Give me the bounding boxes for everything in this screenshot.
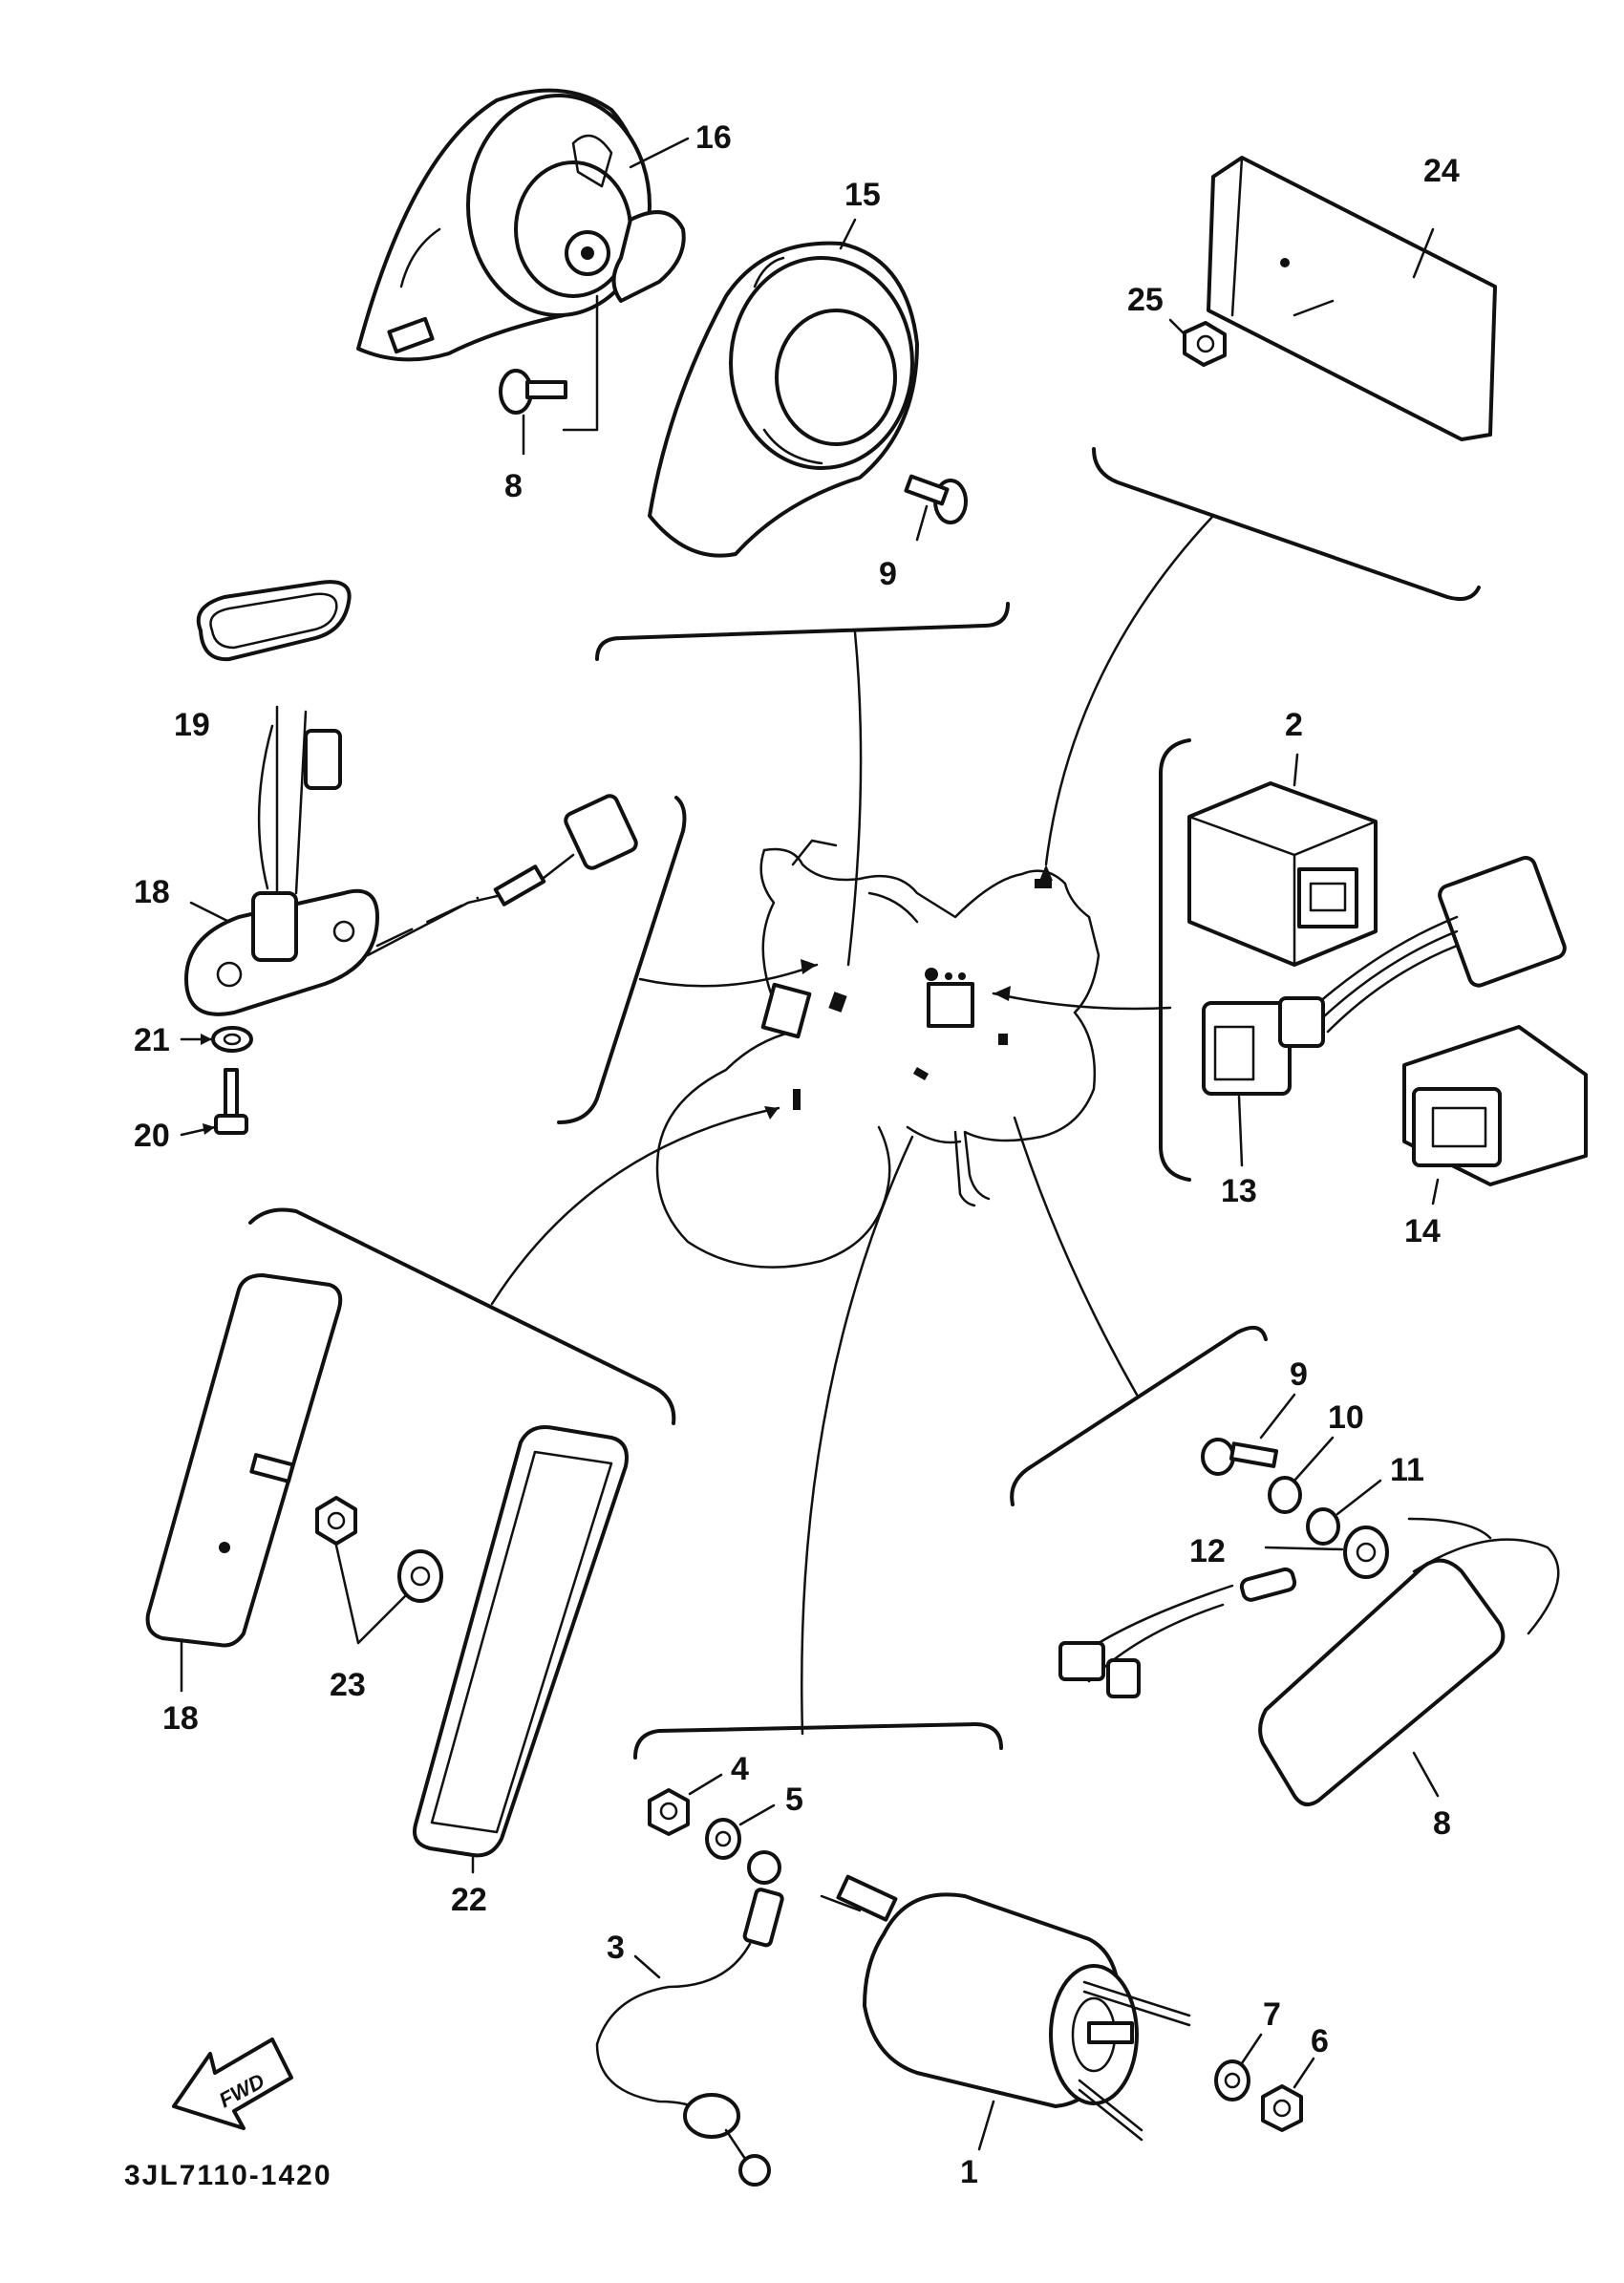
nut-19-b	[397, 1549, 443, 1603]
leader-regulator	[1013, 1116, 1139, 1397]
callout-9: 9	[1290, 1356, 1308, 1393]
leader-13	[1237, 1095, 1244, 1167]
bracket-side-reflectors	[248, 1207, 676, 1425]
callout-25: 25	[1127, 282, 1164, 318]
leader-12	[1264, 1546, 1344, 1551]
callout-20: 18	[134, 874, 170, 910]
leader-side-reflectors	[490, 1106, 780, 1306]
screw-22	[214, 1068, 248, 1135]
side-reflector-18-right	[413, 1425, 629, 1858]
callout-15: 15	[844, 177, 881, 213]
forward-direction-arrow: FWD	[172, 2038, 293, 2130]
leader-24	[1412, 227, 1435, 279]
leader-20	[189, 901, 231, 924]
callout-8: 8	[1433, 1805, 1451, 1842]
leader-horns	[846, 630, 863, 967]
fuel-sender-20	[184, 705, 638, 1016]
leader-8	[1412, 1751, 1440, 1798]
arrowhead	[994, 986, 1011, 1001]
washer-10	[1268, 1476, 1302, 1514]
callout-16: 16	[695, 119, 732, 156]
starter-relay-1	[820, 1874, 1191, 2142]
arrowhead	[801, 959, 817, 974]
bracket-regulator	[1010, 1325, 1268, 1506]
relay-location	[927, 982, 974, 1028]
callout-24: 24	[1423, 153, 1460, 189]
connector-14	[1402, 1025, 1588, 1186]
gasket-21	[196, 580, 352, 662]
nut-4	[648, 1788, 690, 1836]
washer-5	[705, 1818, 741, 1860]
leader-starter-relay	[801, 1135, 914, 1736]
bolt-9	[1201, 1438, 1279, 1476]
washer-7	[1214, 2059, 1250, 2102]
nut-19-a	[315, 1496, 357, 1546]
callout-22: 20	[134, 1118, 170, 1154]
regulator-8	[1058, 1517, 1560, 1806]
callout-23: 21	[134, 1022, 170, 1058]
side-reflector-18-left	[145, 1273, 343, 1648]
callout-11: 11	[1390, 1452, 1424, 1488]
bracket-horns	[595, 602, 1010, 661]
bracket-reflector-rear	[1092, 447, 1481, 601]
leader-2	[1293, 753, 1299, 787]
frame-box	[760, 982, 812, 1039]
relay-2	[1187, 781, 1378, 967]
bracket-relays	[1159, 738, 1191, 1182]
callout-18-right: 22	[451, 1882, 487, 1918]
connector-13	[1202, 856, 1567, 1096]
horn-15	[648, 241, 919, 558]
leader-19	[334, 1544, 408, 1645]
damper-12	[1343, 1526, 1389, 1579]
nut-6	[1261, 2084, 1303, 2132]
washer-23	[211, 1026, 253, 1053]
callout-10: 10	[1328, 1399, 1364, 1436]
leader-25	[1168, 318, 1185, 334]
callout-19: 23	[330, 1667, 366, 1703]
callout-14: 14	[1404, 1213, 1441, 1249]
callout-5: 5	[785, 1782, 803, 1818]
horn-16	[356, 88, 686, 362]
leader-1	[977, 2100, 995, 2151]
bolt-17-left	[499, 369, 567, 415]
leader-relays	[992, 992, 1172, 1011]
leader-16	[562, 294, 599, 432]
bracket-fuel-sender	[557, 796, 687, 1124]
leader-reflector-rear	[1044, 514, 1215, 866]
leader-16-label	[629, 137, 690, 169]
callout-1: 1	[960, 2154, 978, 2190]
callout-6: 6	[1311, 2023, 1329, 2059]
collar-11	[1306, 1507, 1340, 1546]
motorcycle-silhouette	[655, 839, 1100, 1269]
callout-12: 12	[1189, 1533, 1226, 1569]
bracket-starter-relay	[633, 1722, 1003, 1760]
leader-15	[839, 218, 857, 250]
callout-17-right: 9	[879, 556, 897, 592]
callout-13: 13	[1221, 1173, 1257, 1209]
reflector-24	[1207, 156, 1497, 441]
nut-25	[1183, 321, 1227, 367]
callout-3: 3	[607, 1930, 625, 1966]
arrowhead	[764, 1106, 779, 1120]
drawing-code: 3JL7110-1420	[124, 2160, 332, 2191]
leader-3	[633, 1954, 661, 1979]
leader-fuel-sender	[638, 963, 819, 988]
callout-7: 7	[1263, 1996, 1281, 2033]
callout-4: 4	[731, 1751, 749, 1787]
callout-2: 2	[1285, 707, 1303, 743]
callout-21: 19	[174, 707, 210, 743]
bolt-17-right	[904, 474, 968, 524]
callout-17-left: 8	[504, 468, 523, 504]
lead-3	[595, 1850, 784, 2187]
leader-14	[1431, 1178, 1440, 1206]
callout-18-left: 18	[162, 1700, 199, 1737]
